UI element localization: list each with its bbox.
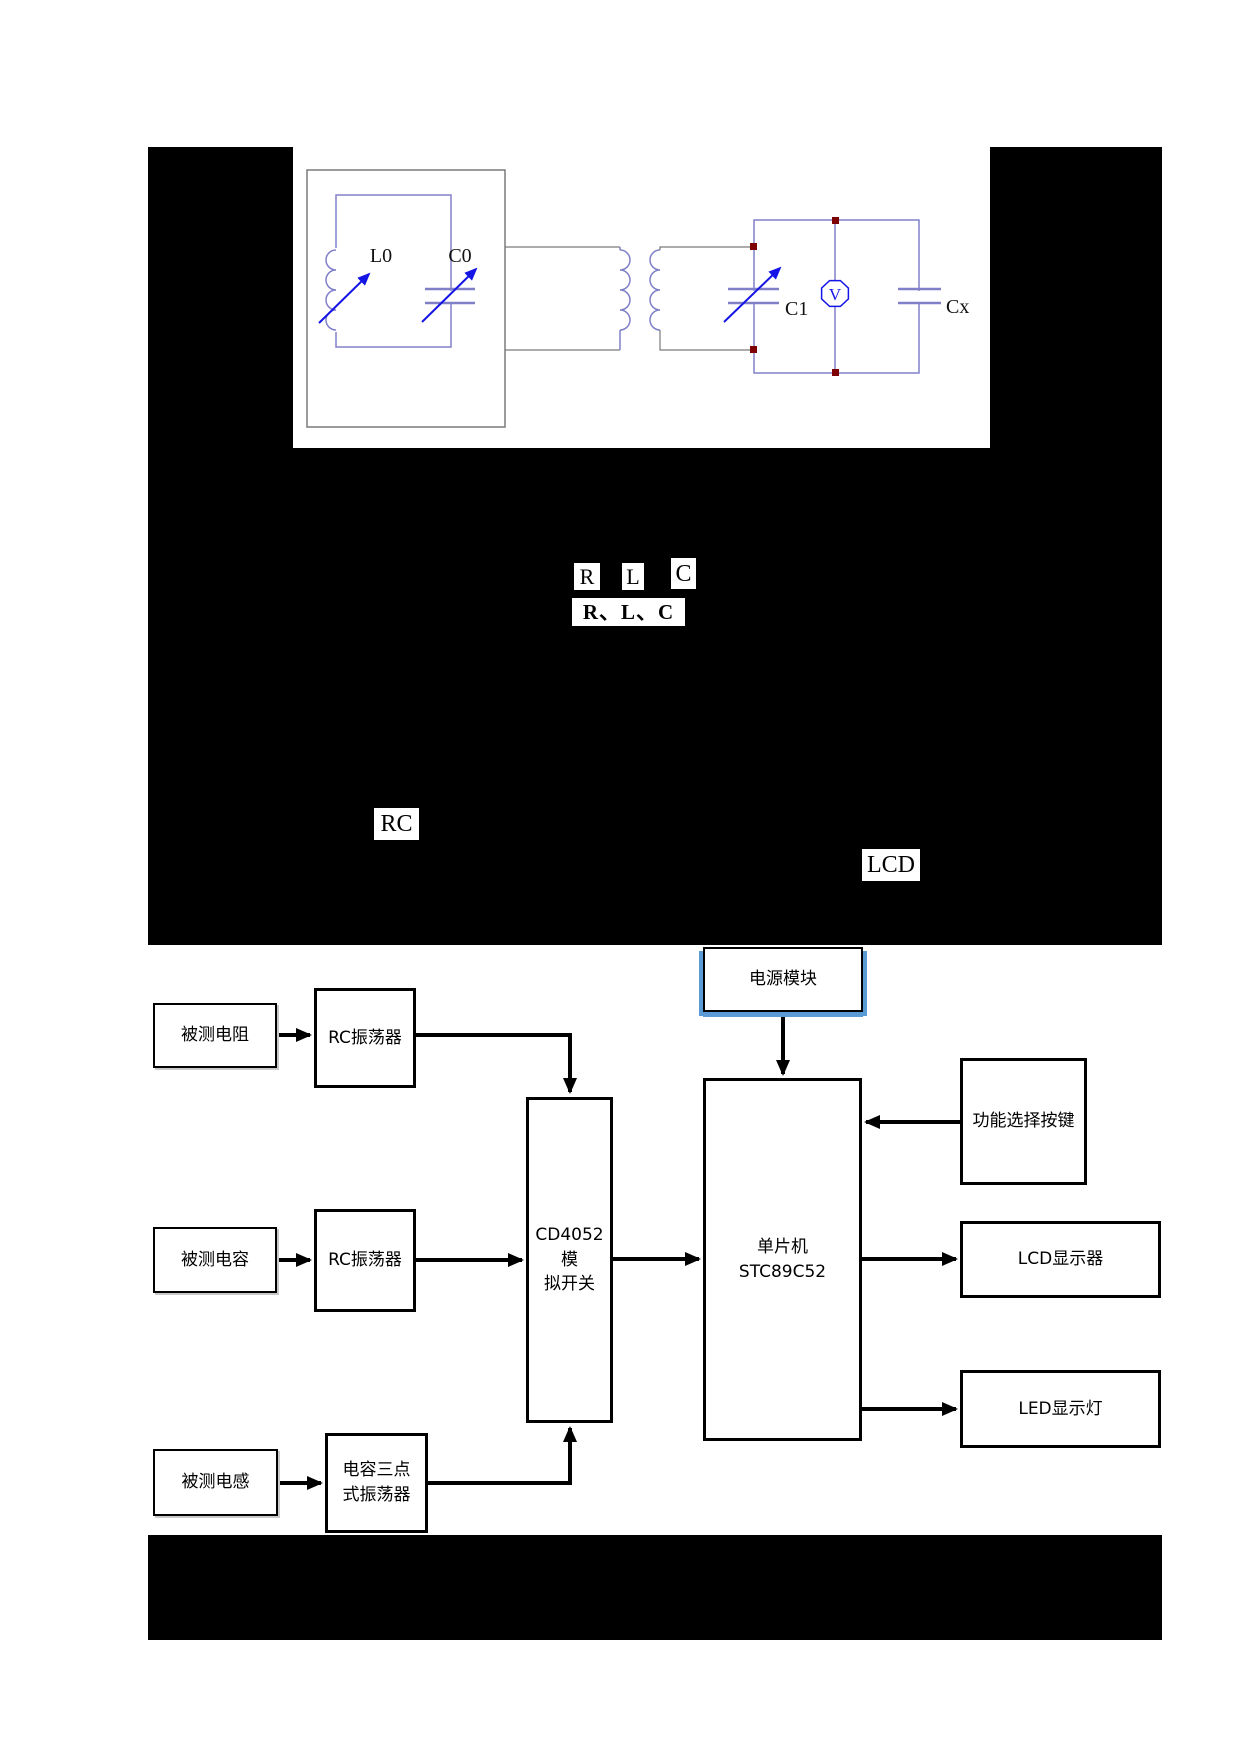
block-label: LED显示灯	[1018, 1398, 1103, 1419]
label-C1: C1	[785, 298, 808, 320]
terminal-dot	[832, 369, 839, 376]
block-label: 功能选择按键	[972, 1111, 1075, 1132]
primary-loop-wires	[505, 246, 620, 351]
transformer-secondary-coil	[649, 249, 661, 331]
block-dut-inductor: 被测电感	[153, 1449, 278, 1516]
block-label: 被测电容	[181, 1249, 249, 1270]
block-mcu-stc89c52: 单片机 STC89C52	[703, 1078, 862, 1441]
terminal-dot	[750, 243, 757, 250]
inline-term-C: C	[671, 558, 696, 589]
block-rc-oscillator-2: RC振荡器	[314, 1209, 416, 1312]
label-C0: C0	[448, 245, 471, 267]
terminal-dot	[750, 346, 757, 353]
block-label: 被测电感	[181, 1472, 250, 1493]
block-label: 电源模块	[749, 969, 817, 990]
variable-arrow-L0	[318, 272, 371, 324]
block-function-select-keys: 功能选择按键	[960, 1058, 1087, 1185]
cap-gap	[748, 291, 760, 302]
block-label: RC振荡器	[328, 1250, 402, 1271]
block-colpitts-oscillator: 电容三点 式振荡器	[325, 1433, 428, 1533]
block-dut-resistor: 被测电阻	[153, 1003, 277, 1068]
label-Cx: Cx	[946, 296, 969, 318]
transformer-primary-coil	[619, 249, 631, 331]
block-label: 被测电阻	[181, 1025, 249, 1046]
block-lcd-display: LCD显示器	[960, 1221, 1161, 1298]
block-cd4052-analog-switch: CD4052模 拟开关	[526, 1097, 613, 1423]
block-dut-capacitor: 被测电容	[153, 1227, 277, 1293]
inline-term-LCD: LCD	[862, 849, 920, 881]
block-label: LCD显示器	[1017, 1249, 1104, 1270]
oscillator-outline-box	[306, 169, 506, 428]
resonance-circuit-figure: L0 C0 C1 V	[293, 147, 990, 448]
inline-term-RLC: R、L、C	[572, 598, 685, 626]
resonance-circuit-svg: L0 C0 C1 V	[306, 169, 969, 428]
block-label: RC振荡器	[328, 1027, 402, 1048]
block-label: CD4052模 拟开关	[535, 1225, 604, 1295]
terminal-dot	[832, 217, 839, 224]
label-voltmeter: V	[829, 285, 842, 304]
inline-term-L: L	[622, 563, 644, 590]
block-label: 电容三点 式振荡器	[342, 1460, 411, 1505]
cap-gap	[913, 291, 925, 302]
variable-arrow-C1	[723, 266, 782, 323]
tank-loop	[335, 194, 452, 348]
label-L0: L0	[370, 245, 392, 267]
secondary-wires	[659, 246, 754, 351]
block-power-module: 电源模块	[703, 947, 863, 1012]
block-rc-oscillator-1: RC振荡器	[314, 988, 416, 1088]
cap-gap	[444, 291, 456, 302]
redacted-block-bottom	[148, 1535, 1162, 1640]
arrow-rcosc1-to-cd4052	[416, 1033, 577, 1094]
arrow-cap3osc-to-cd4052	[428, 1426, 577, 1485]
block-label: 单片机 STC89C52	[738, 1236, 827, 1282]
inline-term-RC: RC	[374, 808, 419, 840]
variable-arrow-C0	[421, 267, 478, 323]
block-led-indicator: LED显示灯	[960, 1370, 1161, 1448]
inline-term-R: R	[574, 563, 600, 590]
voltmeter-icon	[820, 279, 850, 308]
